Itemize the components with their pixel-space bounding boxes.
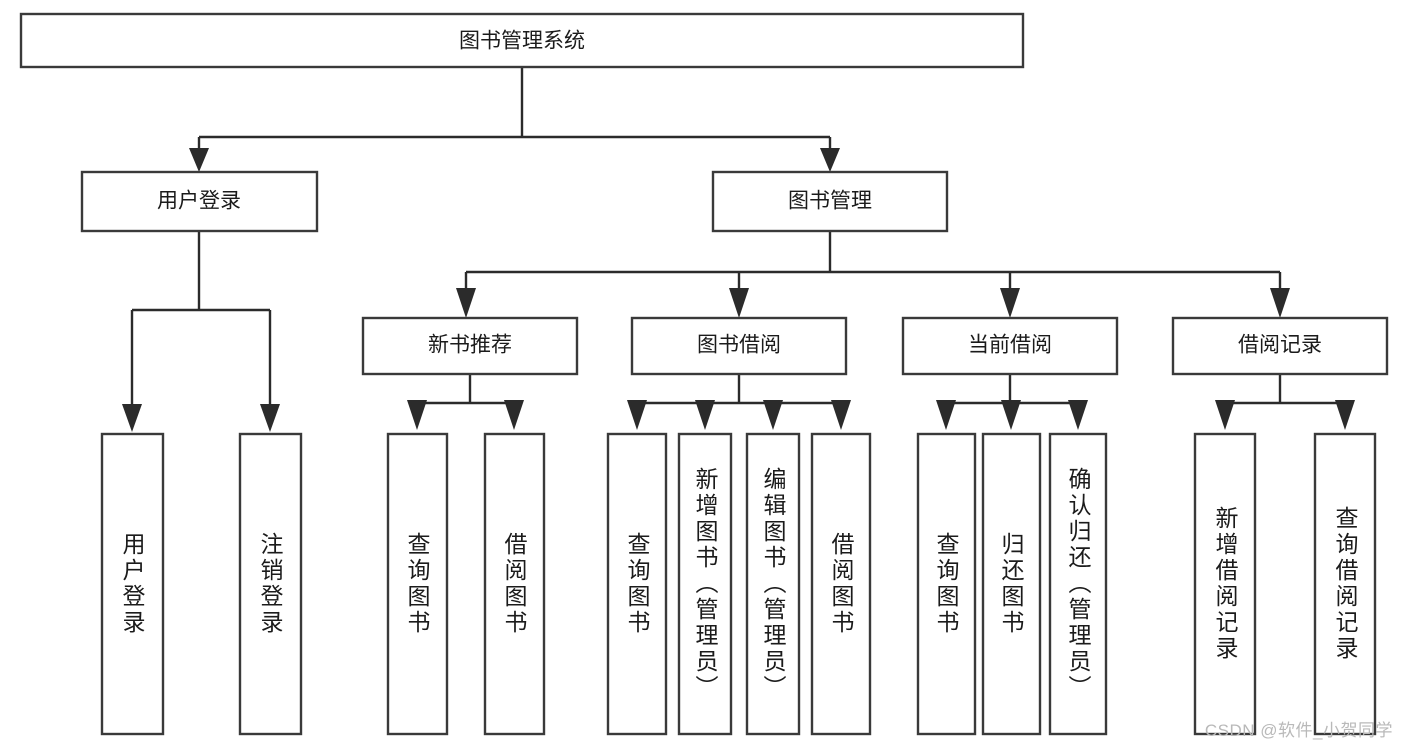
arrow-head-icon: [189, 148, 209, 172]
arrow-head-icon: [1270, 288, 1290, 318]
leaf-node[interactable]: 归还图书: [981, 432, 1042, 736]
node-book-manage-box[interactable]: [711, 170, 949, 233]
node-user-login-box[interactable]: [80, 170, 319, 233]
leaf-node-box[interactable]: [100, 432, 165, 736]
leaf-node-label: 新增借阅记录: [1212, 506, 1239, 662]
node-borrow-record-label: 借阅记录: [1238, 334, 1322, 357]
leaf-node-box[interactable]: [1048, 432, 1108, 736]
arrow-head-icon: [122, 404, 142, 432]
node-borrow-record-box[interactable]: [1171, 316, 1389, 376]
node-user-login-label: 用户登录: [157, 190, 241, 213]
leaf-node[interactable]: 借阅图书: [483, 432, 546, 736]
leaf-node-box[interactable]: [981, 432, 1042, 736]
node-new-book-recommend-box[interactable]: [361, 316, 579, 376]
node-user-login[interactable]: 用户登录: [80, 170, 319, 233]
leaf-node-box[interactable]: [386, 432, 449, 736]
leaf-node-box[interactable]: [810, 432, 872, 736]
leaf-node[interactable]: 新增图书（管理员）: [677, 432, 733, 736]
leaf-node-box[interactable]: [916, 432, 977, 736]
node-book-manage[interactable]: 图书管理: [711, 170, 949, 233]
leaf-node-label: 查询图书: [624, 532, 651, 636]
arrow-head-icon: [407, 400, 427, 430]
node-root-box[interactable]: [19, 12, 1025, 69]
arrow-head-icon: [695, 400, 715, 430]
leaf-node[interactable]: 新增借阅记录: [1193, 432, 1257, 736]
arrow-head-icon: [1068, 400, 1088, 430]
arrow-head-icon: [936, 400, 956, 430]
leaf-node-label: 借阅图书: [501, 532, 528, 636]
leaf-node-box[interactable]: [483, 432, 546, 736]
leaf-node-label: 注销登录: [257, 532, 284, 636]
node-book-borrow-box[interactable]: [630, 316, 848, 376]
arrow-head-icon: [260, 404, 280, 432]
arrow-head-icon: [729, 288, 749, 318]
arrow-head-icon: [820, 148, 840, 172]
node-new-book-recommend[interactable]: 新书推荐: [361, 316, 579, 376]
leaf-node[interactable]: 确认归还（管理员）: [1048, 432, 1108, 736]
leaf-node[interactable]: 编辑图书（管理员）: [745, 432, 801, 736]
leaf-node[interactable]: 查询借阅记录: [1313, 432, 1377, 736]
leaf-node-label: 查询借阅记录: [1332, 506, 1359, 662]
arrow-head-icon: [504, 400, 524, 430]
leaf-node-box[interactable]: [677, 432, 733, 736]
arrow-head-icon: [1215, 400, 1235, 430]
leaf-node-box[interactable]: [1313, 432, 1377, 736]
leaf-node-label: 归还图书: [998, 532, 1025, 636]
arrowhead-layer: [122, 148, 1355, 432]
leaf-node-label: 新增图书（管理员）: [692, 467, 719, 701]
arrow-head-icon: [1335, 400, 1355, 430]
leaf-node-label: 查询图书: [404, 532, 431, 636]
leaf-node[interactable]: 查询图书: [386, 432, 449, 736]
leaf-node[interactable]: 查询图书: [916, 432, 977, 736]
leaf-node-box[interactable]: [606, 432, 668, 736]
node-current-borrow-box[interactable]: [901, 316, 1119, 376]
leaf-node-label: 借阅图书: [828, 532, 855, 636]
csdn-watermark: CSDN @软件_小贺同学: [1204, 721, 1393, 740]
node-borrow-record[interactable]: 借阅记录: [1171, 316, 1389, 376]
leaf-node-box[interactable]: [238, 432, 303, 736]
leaf-node-label: 查询图书: [933, 532, 960, 636]
leaf-node-box[interactable]: [745, 432, 801, 736]
leaf-node-box[interactable]: [1193, 432, 1257, 736]
leaf-node[interactable]: 注销登录: [238, 432, 303, 736]
node-book-borrow[interactable]: 图书借阅: [630, 316, 848, 376]
node-root[interactable]: 图书管理系统: [19, 12, 1025, 69]
leaf-node[interactable]: 借阅图书: [810, 432, 872, 736]
leaf-node-label: 用户登录: [119, 532, 146, 636]
arrow-head-icon: [456, 288, 476, 318]
leaf-node-label: 确认归还（管理员）: [1065, 467, 1092, 701]
node-current-borrow[interactable]: 当前借阅: [901, 316, 1119, 376]
leaf-node[interactable]: 用户登录: [100, 432, 165, 736]
leaf-node-label: 编辑图书（管理员）: [760, 467, 787, 701]
node-current-borrow-label: 当前借阅: [968, 334, 1052, 357]
arrow-head-icon: [763, 400, 783, 430]
node-root-label: 图书管理系统: [459, 30, 585, 53]
node-book-borrow-label: 图书借阅: [697, 334, 781, 357]
arrow-head-icon: [1001, 400, 1021, 430]
node-new-book-recommend-label: 新书推荐: [428, 334, 512, 357]
leaf-node[interactable]: 查询图书: [606, 432, 668, 736]
arrow-head-icon: [831, 400, 851, 430]
arrow-head-icon: [1000, 288, 1020, 318]
arrow-head-icon: [627, 400, 647, 430]
node-book-manage-label: 图书管理: [788, 190, 872, 213]
